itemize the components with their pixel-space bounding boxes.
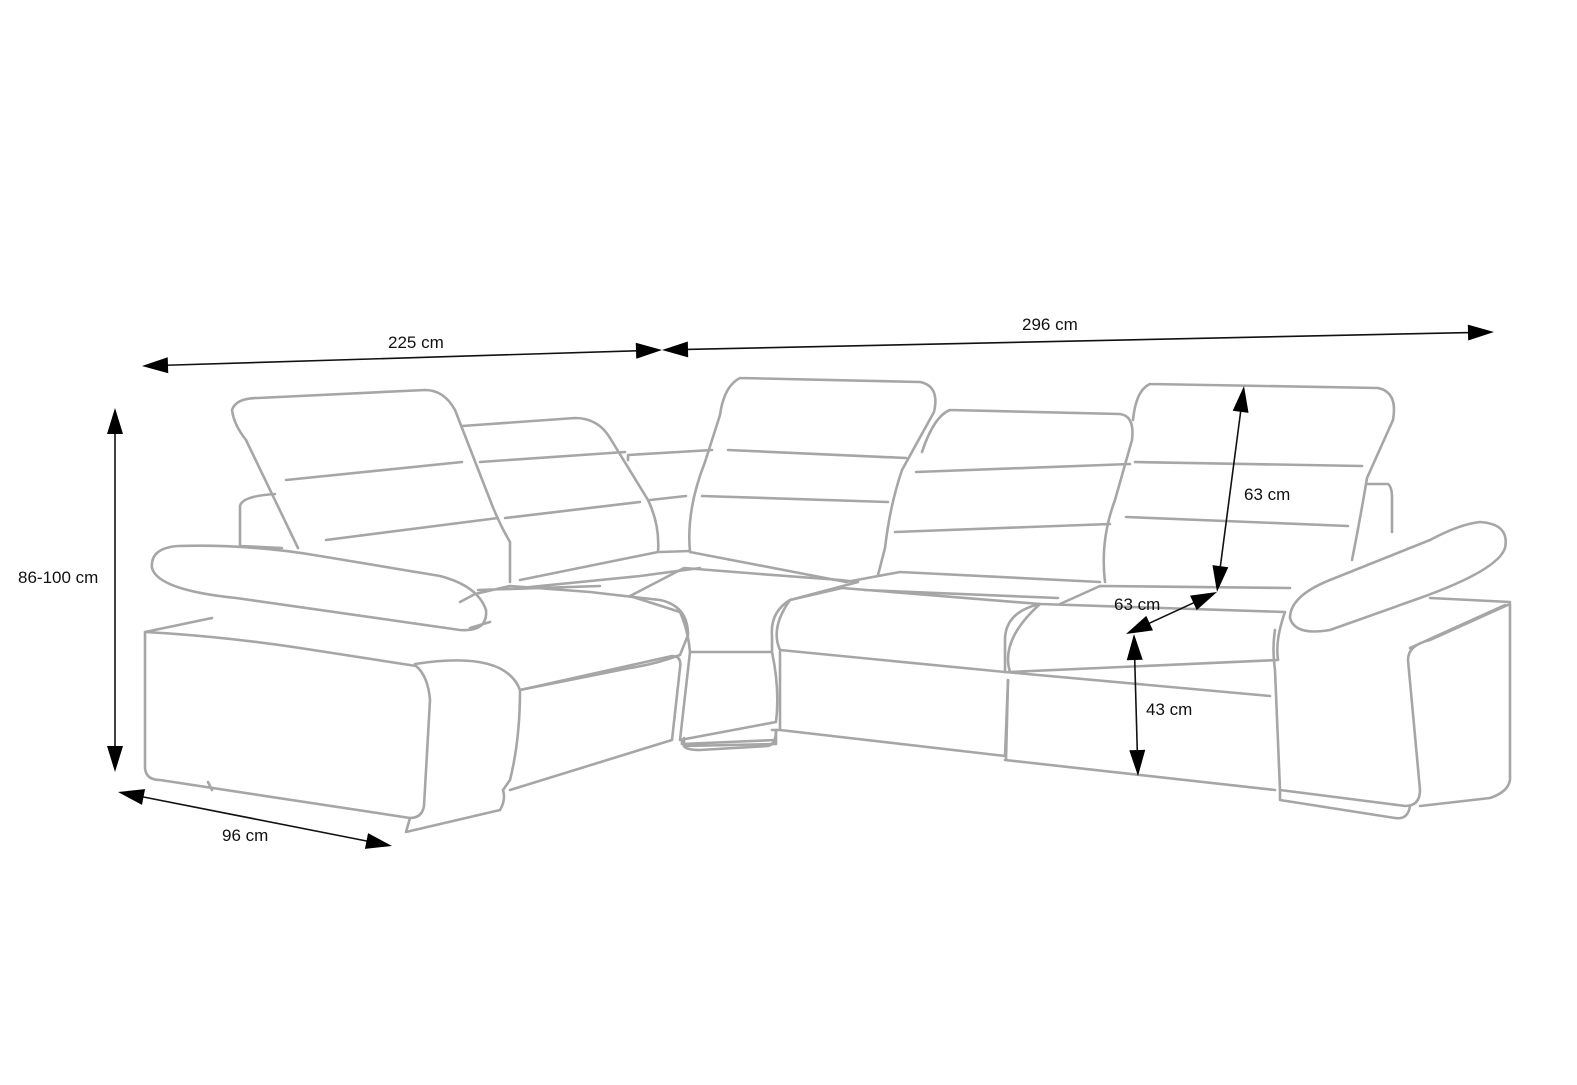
depth-dimension-line <box>141 795 369 843</box>
seat-height-label: 43 cm <box>1146 700 1193 719</box>
height-arrow-start <box>107 408 123 434</box>
backrest-height-label: 63 cm <box>1244 485 1291 504</box>
sofa-outline <box>143 376 1512 834</box>
depth-label: 96 cm <box>222 826 269 845</box>
corner-seat <box>628 566 860 748</box>
right-length-arrow-start <box>662 341 689 358</box>
center-headrest <box>688 376 937 577</box>
right-back-cushion <box>893 408 1134 584</box>
right-headrest <box>1124 382 1396 562</box>
center-seat-cushion <box>775 570 1102 674</box>
left-length-label: 225 cm <box>388 333 444 352</box>
right-arm-body <box>1272 596 1512 808</box>
seat-depth-arrow-start <box>1190 592 1217 611</box>
left-length-dimension-line <box>165 349 639 367</box>
left-headrest <box>230 388 512 584</box>
height-label: 86-100 cm <box>18 568 99 587</box>
left-back-cushion <box>460 416 660 582</box>
height-arrow-end <box>107 746 123 772</box>
seat-height-arrow-start <box>1126 634 1143 661</box>
left-length-arrow-start <box>142 357 169 374</box>
seat-height-arrow-end <box>1129 749 1146 776</box>
backrest-height-arrow-end <box>1212 565 1229 592</box>
right-armrest-pad <box>1288 520 1507 633</box>
right-length-arrow-end <box>1467 324 1494 341</box>
seat-depth-dimension-line <box>1147 601 1196 625</box>
seat-height-dimension-line <box>1133 657 1139 753</box>
dimension-lines <box>107 324 1494 849</box>
right-side-panel <box>1366 482 1394 534</box>
backrest-height-arrow-start <box>1232 386 1249 413</box>
right-seat-front <box>1003 670 1277 792</box>
backrest-height-dimension-line <box>1219 409 1242 569</box>
left-seat-front <box>413 654 682 792</box>
depth-arrow-start <box>118 789 146 805</box>
left-armrest-pad <box>150 544 488 632</box>
left-arm-foot <box>206 780 506 834</box>
right-arm-foot <box>1278 788 1412 820</box>
left-length-arrow-end <box>635 342 662 359</box>
left-seat-cushion <box>458 550 848 792</box>
seat-depth-label: 63 cm <box>1114 595 1161 614</box>
depth-arrow-end <box>364 833 392 849</box>
right-length-dimension-line <box>685 331 1471 351</box>
seat-depth-arrow-end <box>1126 615 1153 634</box>
corner-back <box>626 448 714 554</box>
right-length-label: 296 cm <box>1022 315 1078 334</box>
corner-plinth <box>682 728 778 752</box>
left-arm-body <box>143 616 492 820</box>
